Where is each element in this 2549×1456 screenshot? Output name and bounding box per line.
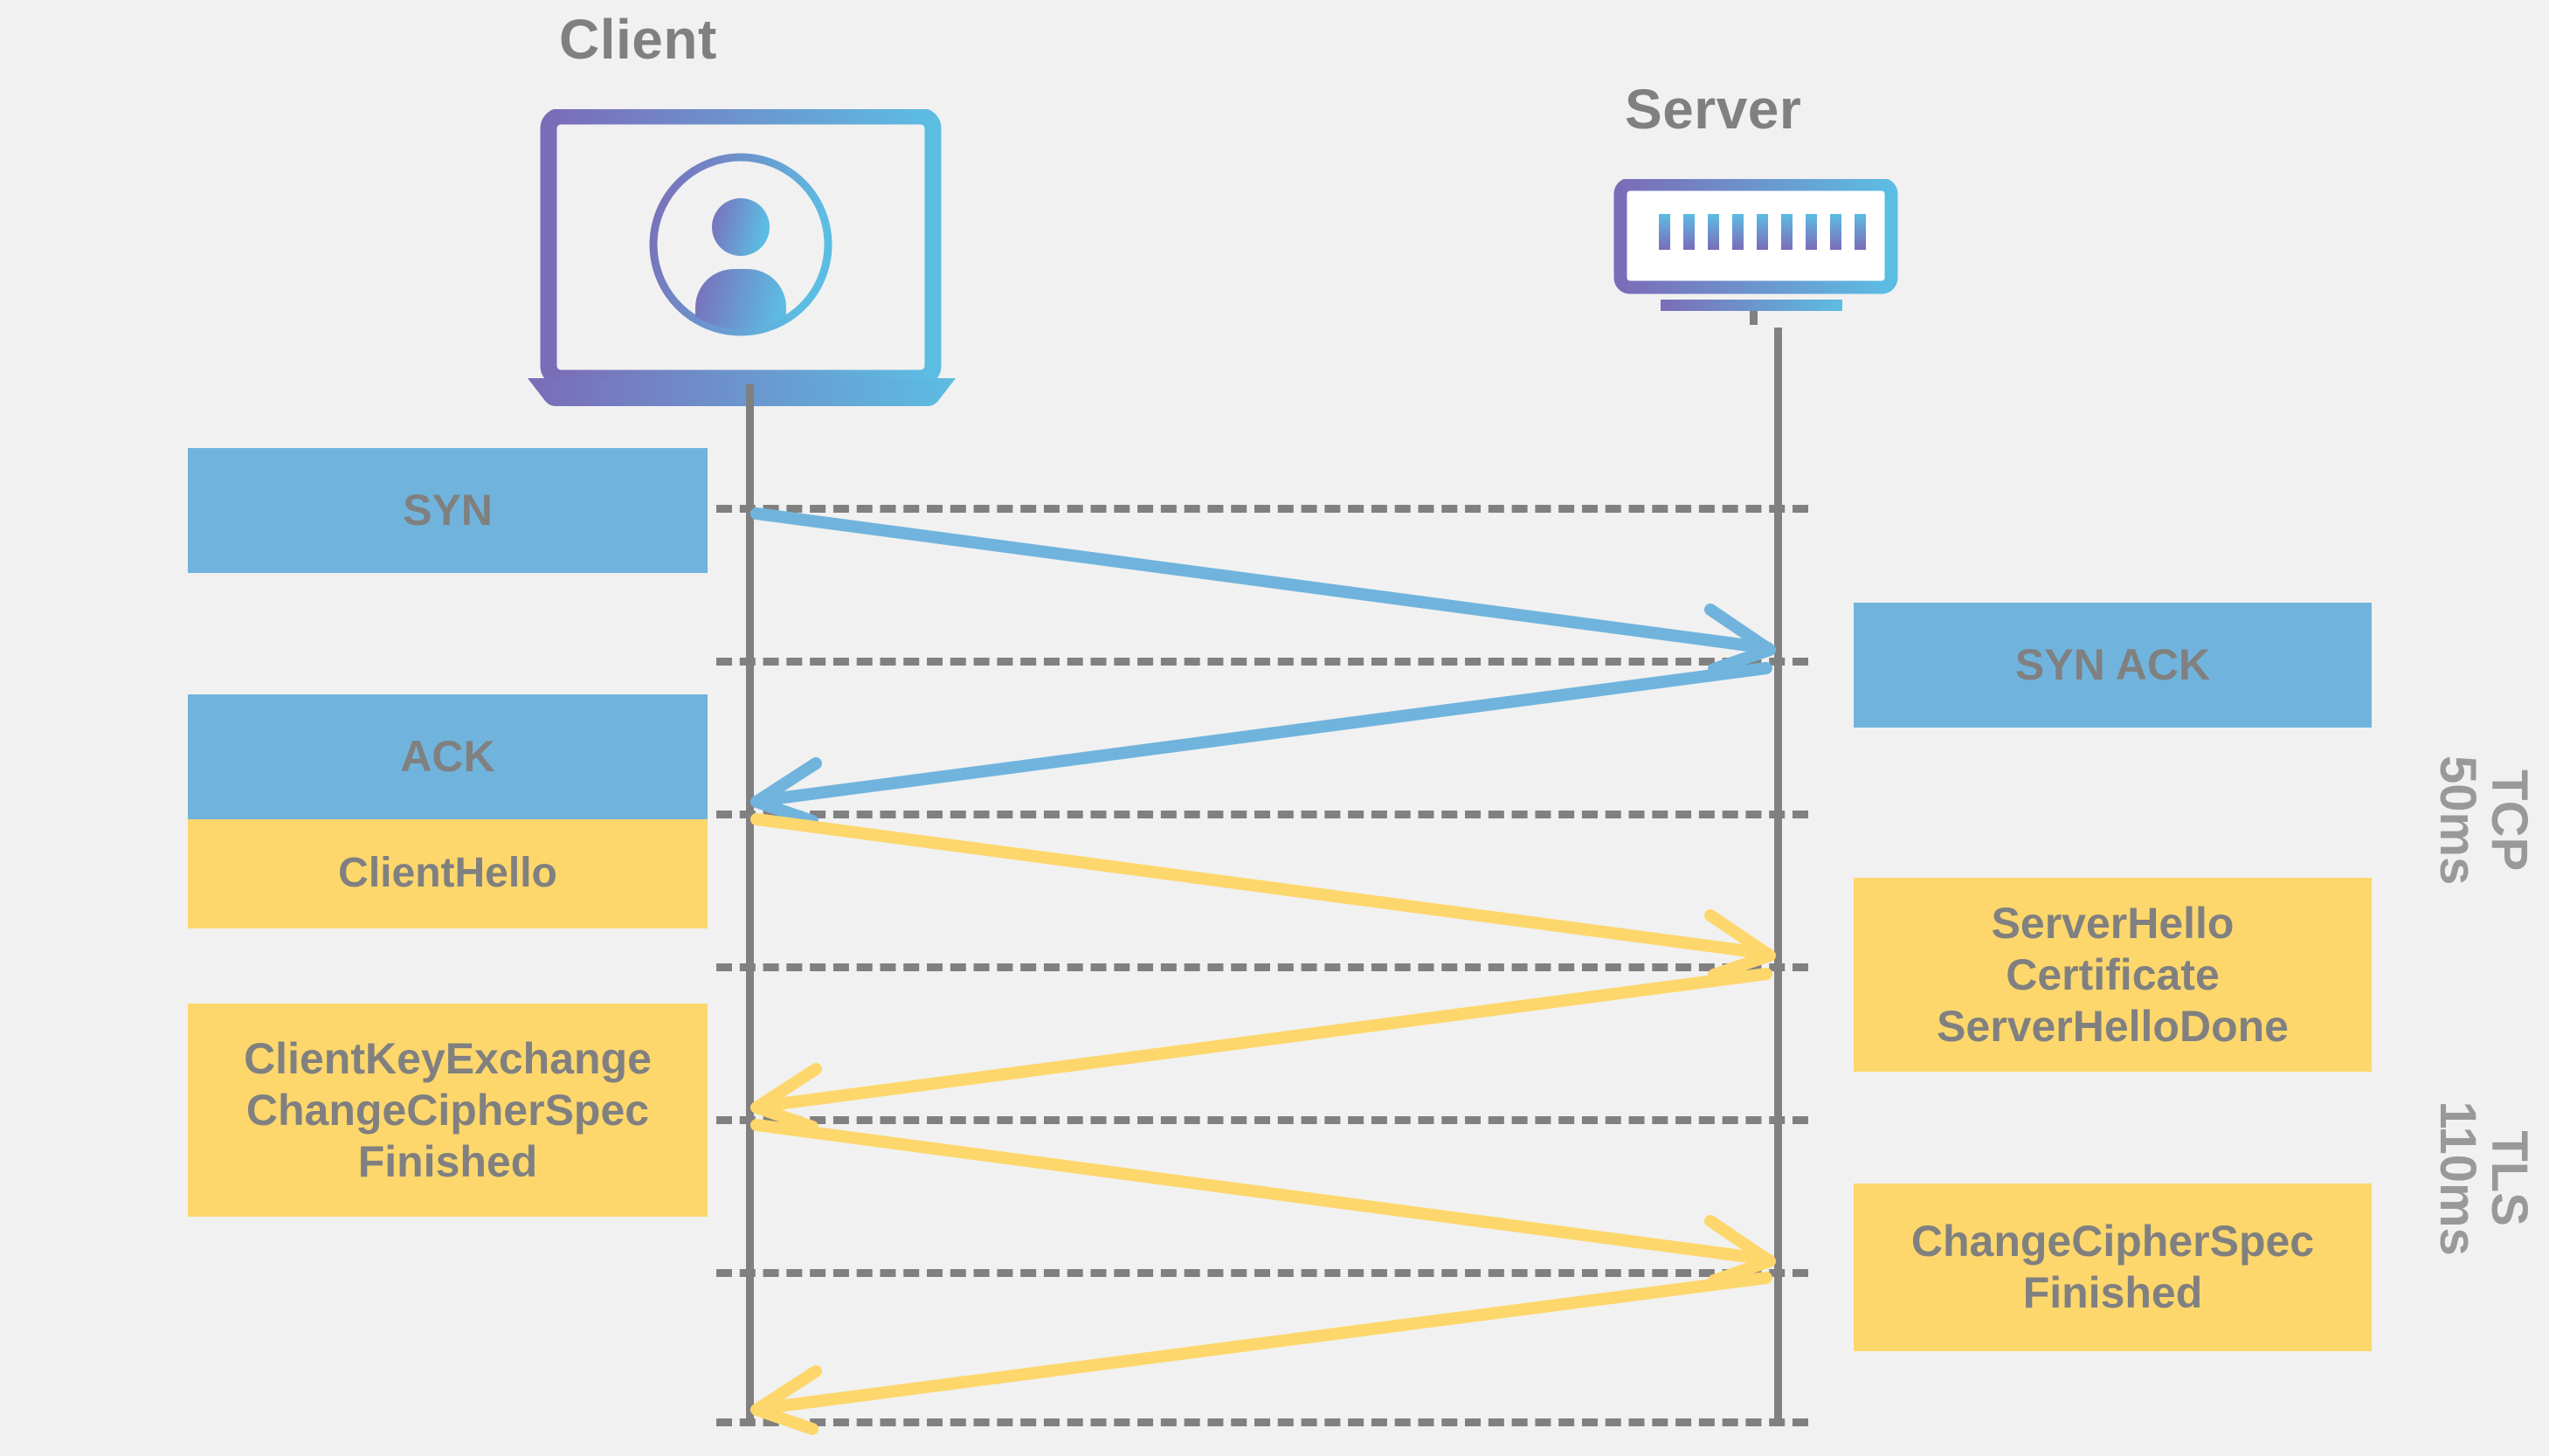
time-guide-6 [716,1269,1808,1277]
time-guide-7 [716,1418,1808,1426]
server-icon [1612,177,1952,341]
time-guide-3 [716,811,1808,818]
client-title: Client [559,8,717,71]
phase-label-tcp: TCP 50ms [2429,755,2539,886]
laptop-icon [524,107,987,406]
message-box-server-hello[interactable]: ServerHello Certificate ServerHelloDone [1854,878,2372,1072]
time-guide-5 [716,1116,1808,1124]
time-guide-4 [716,963,1808,971]
time-guide-2 [716,658,1808,666]
message-box-client-hello[interactable]: ClientHello [188,819,708,928]
message-box-ack[interactable]: ACK [188,694,708,819]
server-lifeline [1774,328,1782,1422]
message-box-syn-ack[interactable]: SYN ACK [1854,603,2372,728]
client-lifeline [746,384,754,1422]
message-box-syn[interactable]: SYN [188,448,708,573]
message-box-server-change-cipher-spec[interactable]: ChangeCipherSpec Finished [1854,1183,2372,1351]
time-guide-1 [716,505,1808,513]
server-title: Server [1625,78,1802,141]
phase-label-tls: TLS 110ms [2429,1101,2539,1256]
message-box-client-key-exchange[interactable]: ClientKeyExchange ChangeCipherSpec Finis… [188,1004,708,1217]
